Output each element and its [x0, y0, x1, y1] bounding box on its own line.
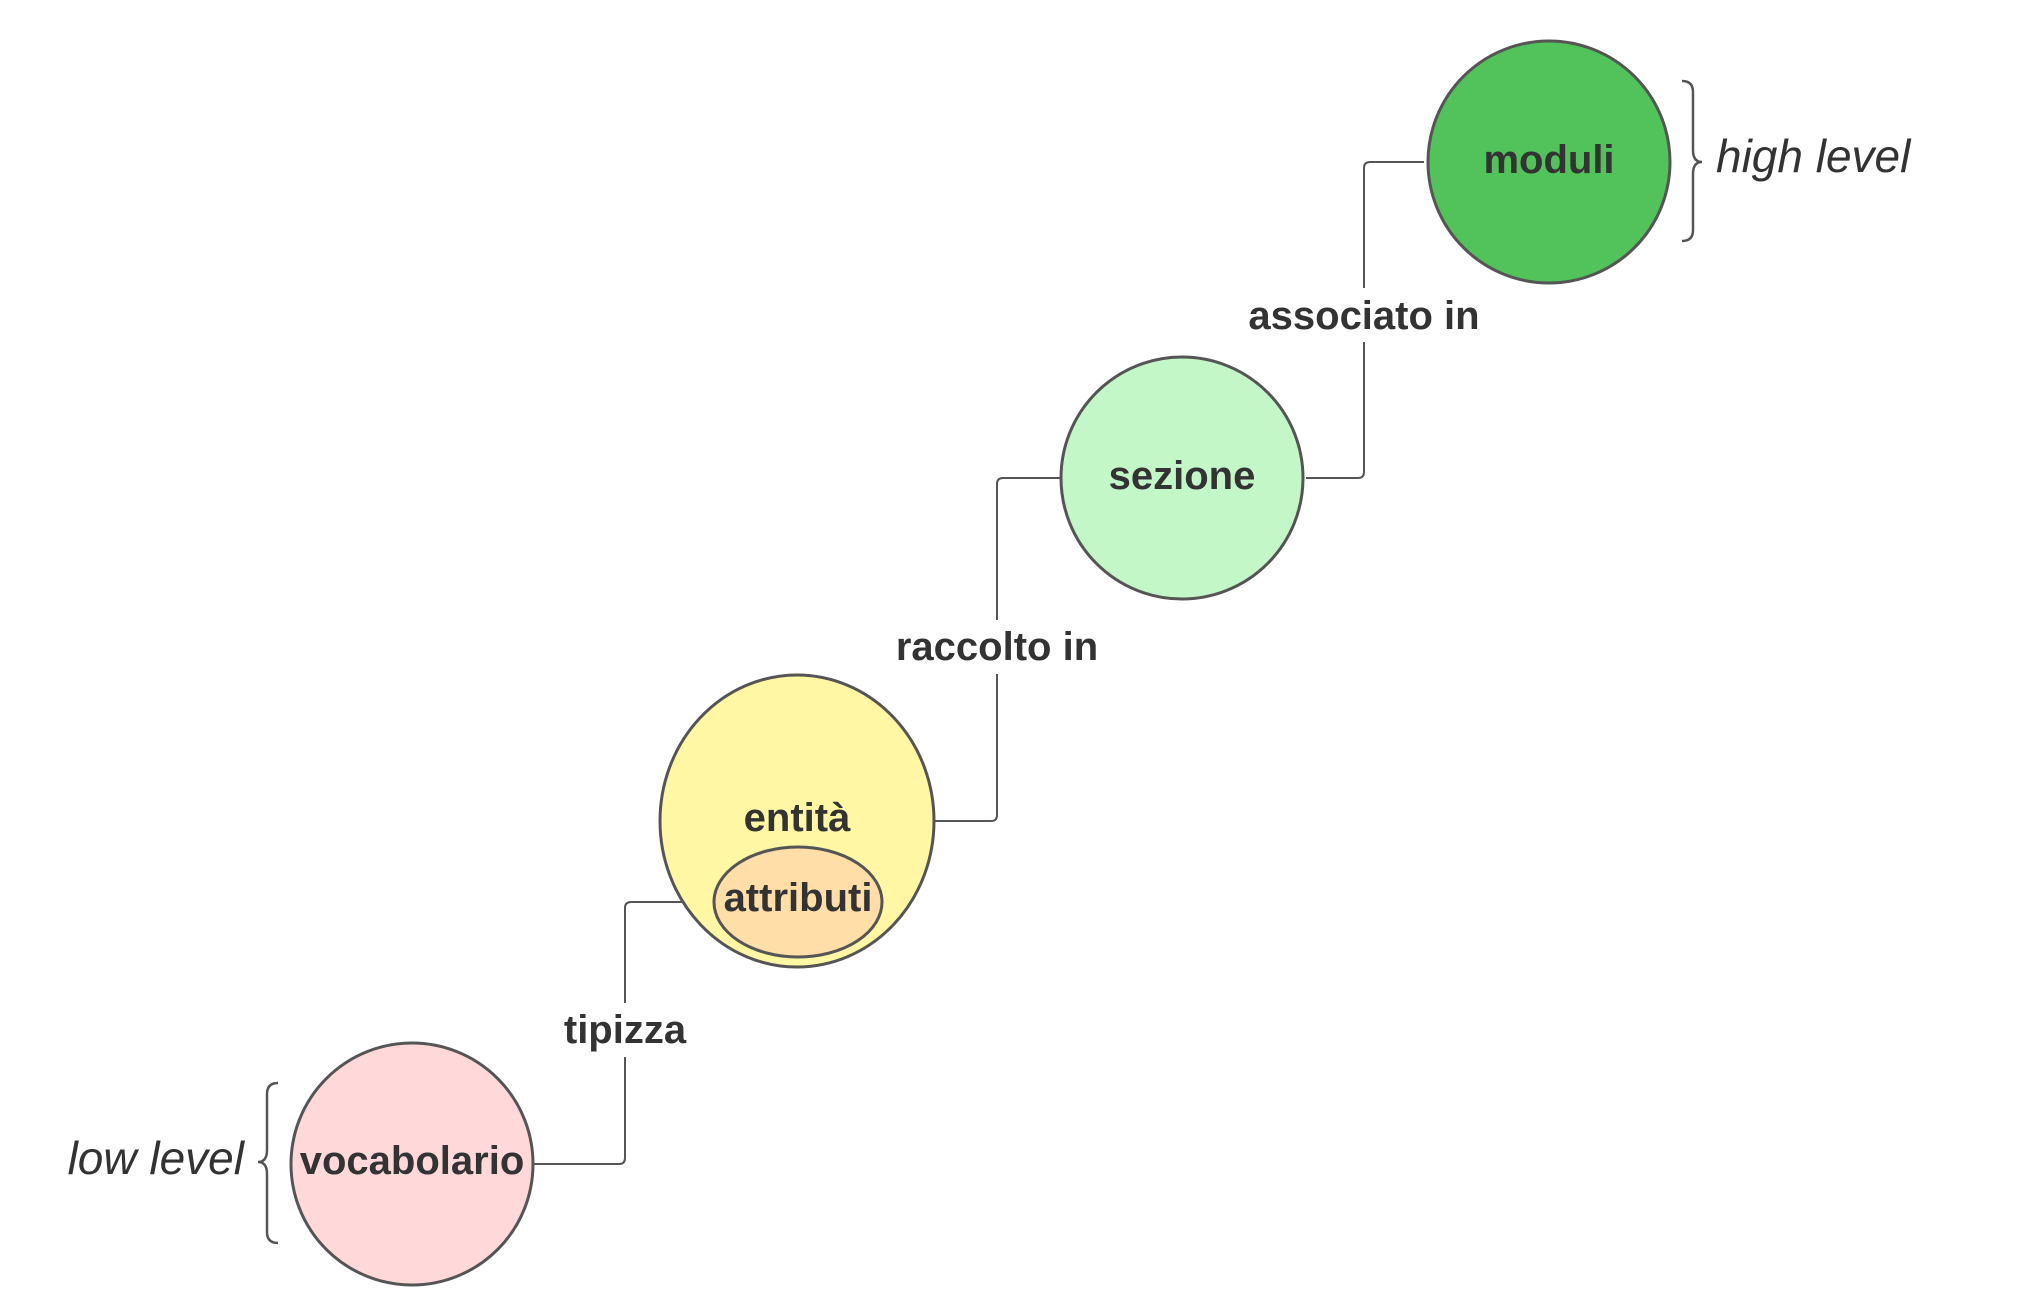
node-label-entita: entità	[744, 796, 851, 840]
node-attributi[interactable]	[712, 845, 884, 959]
level-label-low: low level	[68, 1132, 246, 1184]
edge-label-associato-in: associato in	[1248, 294, 1479, 338]
node-label-vocabolario: vocabolario	[300, 1139, 525, 1183]
node-moduli[interactable]	[1426, 39, 1672, 285]
edge-label-bg-associato-in	[1245, 288, 1483, 342]
edge-label-raccolto-in: raccolto in	[896, 625, 1098, 669]
node-sezione[interactable]	[1059, 355, 1305, 601]
edge-label-tipizza: tipizza	[564, 1008, 687, 1052]
node-label-attributi: attributi	[724, 876, 873, 920]
edge-label-bg-tipizza	[555, 1003, 695, 1057]
node-vocabolario[interactable]	[289, 1041, 535, 1287]
bracket-high-level	[1681, 79, 1703, 243]
level-label-high: high level	[1716, 130, 1912, 182]
edge-label-bg-raccolto-in	[892, 620, 1102, 674]
node-label-moduli: moduli	[1483, 138, 1614, 182]
bracket-low-level	[257, 1081, 279, 1245]
node-label-sezione: sezione	[1109, 454, 1256, 498]
